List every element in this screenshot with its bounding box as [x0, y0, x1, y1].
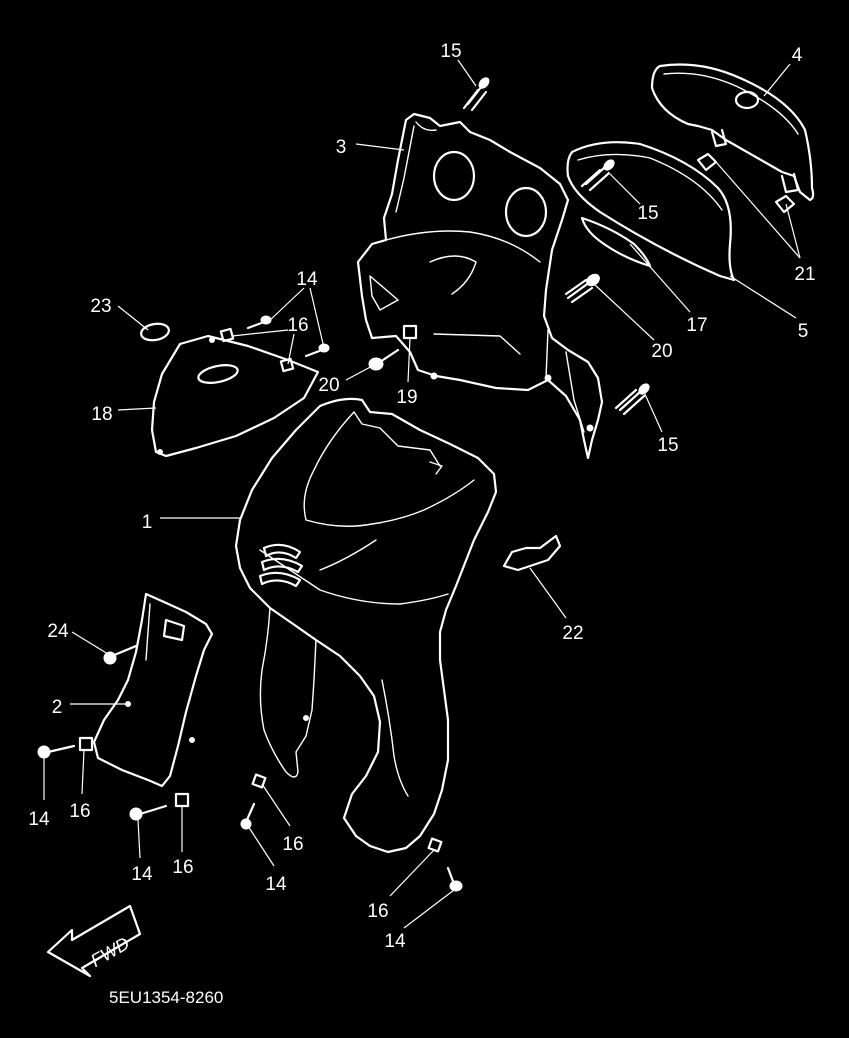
callout-label-14: 14	[384, 931, 406, 952]
callout-label-14: 14	[131, 864, 153, 885]
callout-label-2: 2	[52, 697, 63, 718]
part-17-strip	[580, 216, 652, 268]
callout-label-14: 14	[296, 269, 318, 290]
callout-label-18: 18	[91, 404, 112, 425]
screw-icon	[446, 866, 463, 892]
callout-label-5: 5	[798, 321, 809, 342]
callout-label-14: 14	[28, 809, 50, 830]
callout-label-4: 4	[792, 45, 803, 66]
part-23-grommet	[140, 322, 170, 342]
screw-icon	[462, 77, 490, 112]
part-2-lower-panel	[92, 592, 214, 788]
fwd-label: FWD	[87, 933, 132, 971]
callout-label-20: 20	[318, 375, 339, 396]
screw-icon	[129, 804, 168, 821]
callout-label-21: 21	[794, 264, 815, 285]
part-4-cover	[650, 63, 815, 202]
screw-icon	[103, 644, 138, 665]
screw-icon	[240, 802, 256, 830]
screw-icon	[614, 383, 650, 416]
callout-label-1: 1	[142, 512, 153, 533]
leader-lines	[43, 59, 801, 929]
callout-label-3: 3	[336, 137, 347, 158]
callout-label-16: 16	[69, 801, 90, 822]
callout-label-16: 16	[367, 901, 388, 922]
part-5-panel	[566, 141, 736, 282]
callout-label-15: 15	[657, 435, 678, 456]
screw-icon	[246, 315, 272, 330]
screw-icon	[580, 159, 615, 192]
screw-icon	[368, 348, 400, 371]
callout-label-15: 15	[440, 41, 461, 62]
part-22-plate	[502, 534, 562, 572]
screw-icon	[564, 273, 600, 304]
callout-label-17: 17	[686, 315, 707, 336]
callout-label-14: 14	[265, 874, 287, 895]
callout-label-23: 23	[90, 296, 111, 317]
callout-label-22: 22	[562, 623, 583, 644]
part-18-panel	[150, 334, 320, 458]
callout-label-19: 19	[396, 387, 417, 408]
screw-icon	[37, 744, 76, 759]
part-1-front-cover	[234, 397, 498, 854]
callout-label-24: 24	[47, 621, 69, 642]
part-3-inner-panel	[356, 112, 604, 460]
callout-label-20: 20	[651, 341, 672, 362]
callout-label-16: 16	[172, 857, 193, 878]
callout-label-15: 15	[637, 203, 658, 224]
callout-label-16: 16	[282, 834, 303, 855]
fwd-arrow-icon: FWD	[46, 904, 142, 978]
catalog-code: 5EU1354-8260	[109, 988, 223, 1007]
clip-nut-icon	[78, 324, 443, 853]
callout-label-16: 16	[287, 315, 308, 336]
screw-icon	[304, 343, 330, 358]
